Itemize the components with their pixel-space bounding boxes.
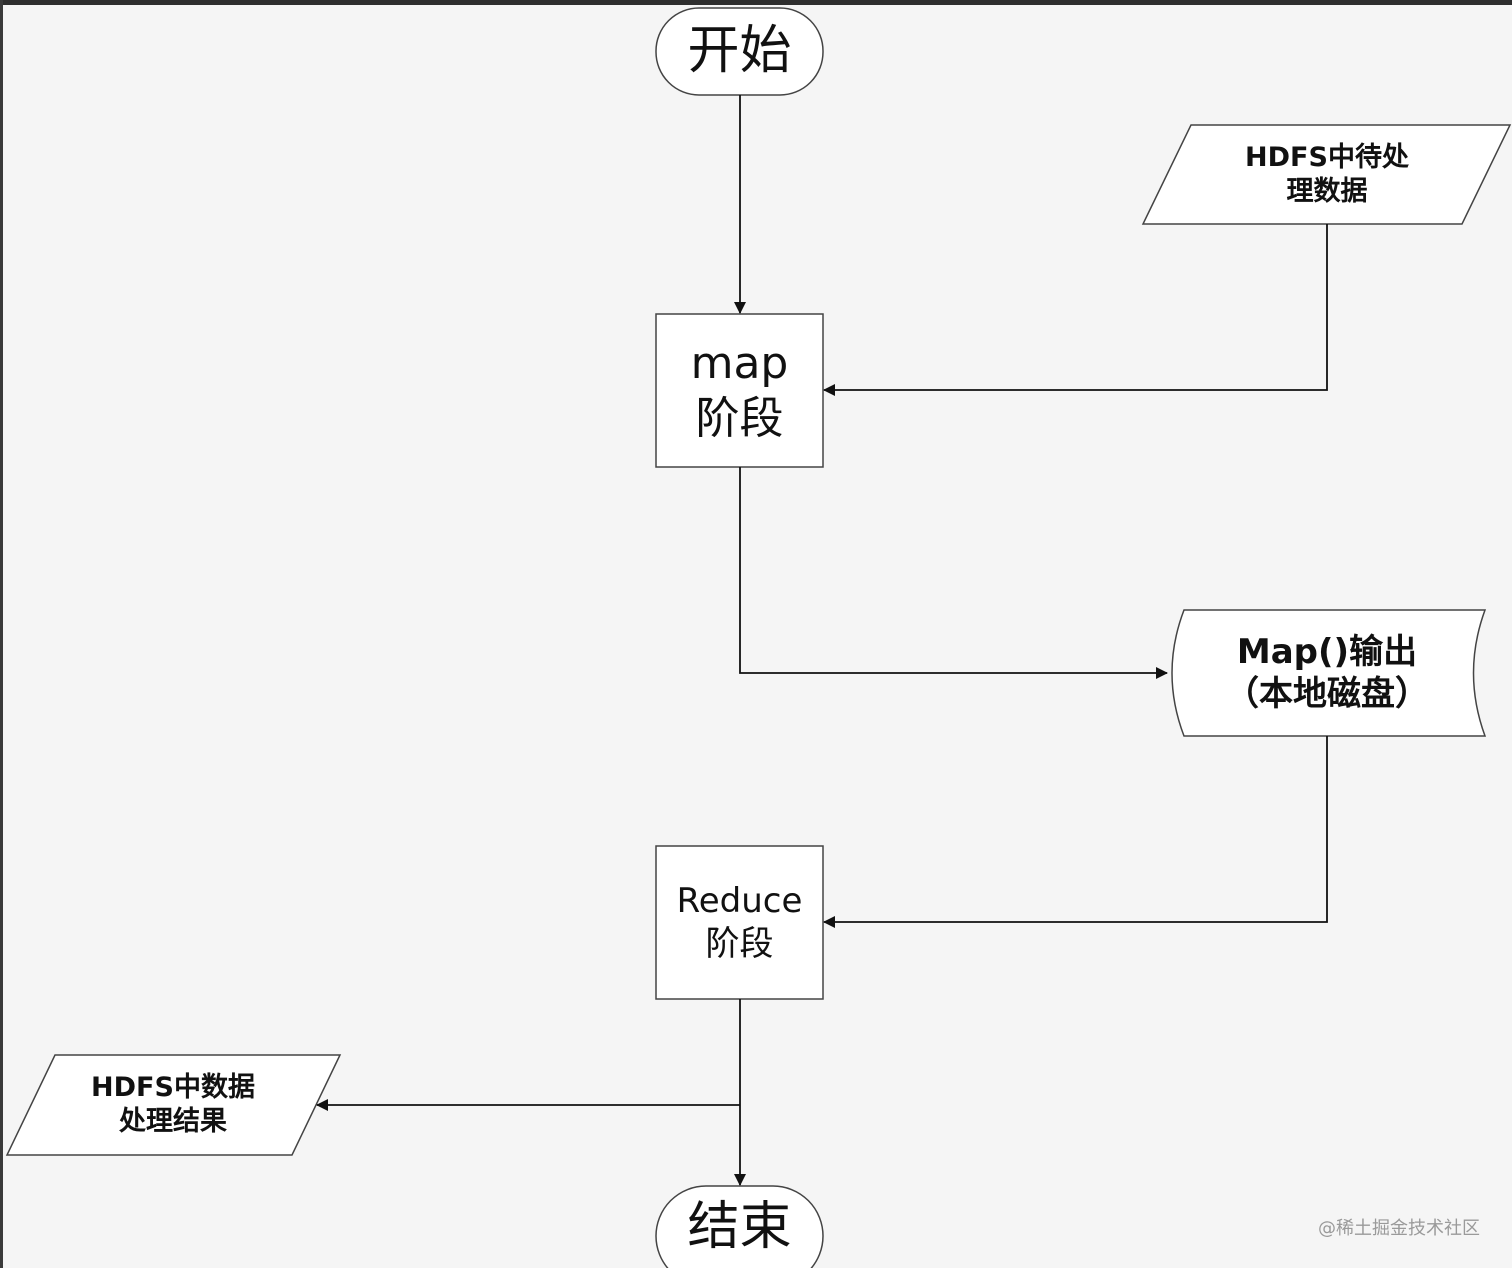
map-output-label-line2: （本地磁盘） bbox=[1225, 674, 1429, 714]
map-stage-label-line1: map bbox=[690, 337, 789, 389]
arrow-hdfs-input-to-map bbox=[823, 224, 1328, 396]
map-stage-process-box bbox=[655, 313, 824, 468]
start-label-text: 开始 bbox=[687, 21, 792, 81]
hdfs-input-label-line1: HDFS中待处 bbox=[1245, 141, 1409, 173]
window-left-border bbox=[0, 0, 3, 1268]
map-stage-label-line2: 阶段 bbox=[695, 392, 784, 444]
map-output-stored-data-shape bbox=[1171, 609, 1487, 737]
reduce-stage-label-line2: 阶段 bbox=[705, 923, 774, 964]
reduce-stage-label: Reduce 阶段 bbox=[656, 846, 823, 999]
watermark: @稀土掘金技术社区 bbox=[1318, 1218, 1480, 1239]
hdfs-input-label-line2: 理数据 bbox=[1286, 175, 1368, 207]
end-label-text: 结束 bbox=[687, 1196, 792, 1257]
arrow-map-to-output bbox=[739, 467, 1168, 679]
reduce-stage-label-line1: Reduce bbox=[676, 881, 803, 921]
end-terminator bbox=[655, 1185, 824, 1268]
arrow-output-to-reduce bbox=[823, 736, 1328, 928]
hdfs-output-parallelogram bbox=[5, 1054, 342, 1156]
map-output-label: Map()输出 （本地磁盘） bbox=[1180, 610, 1474, 736]
window-top-border bbox=[0, 0, 1512, 5]
hdfs-output-label-line2: 处理结果 bbox=[119, 1106, 227, 1137]
hdfs-input-parallelogram bbox=[1141, 124, 1512, 225]
map-output-label-line1: Map()输出 bbox=[1236, 631, 1418, 672]
start-label: 开始 bbox=[656, 8, 823, 95]
hdfs-output-label: HDFS中数据 处理结果 bbox=[30, 1055, 316, 1155]
map-stage-label: map 阶段 bbox=[656, 314, 823, 467]
end-label: 结束 bbox=[656, 1186, 823, 1268]
hdfs-output-label-line1: HDFS中数据 bbox=[91, 1072, 255, 1104]
hdfs-input-label: HDFS中待处 理数据 bbox=[1180, 125, 1474, 224]
